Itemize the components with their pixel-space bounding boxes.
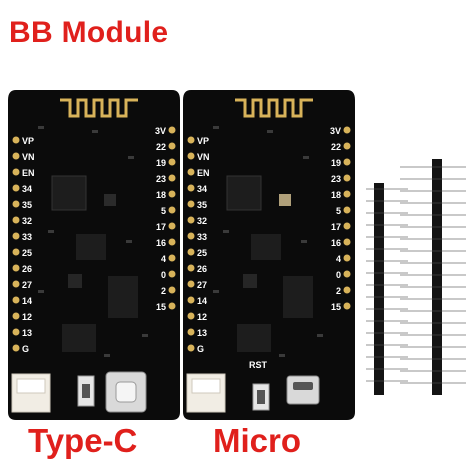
pin-label: 33	[22, 232, 33, 242]
pin-label: 0	[160, 270, 166, 280]
pin-label: 35	[22, 200, 33, 210]
pin-headers-graphic	[366, 159, 466, 395]
pin-label: G	[22, 344, 30, 354]
pin-label: 5	[160, 206, 166, 216]
pin-label: 27	[197, 280, 208, 290]
rst-label: RST	[249, 360, 267, 370]
pin-label: 22	[155, 142, 166, 152]
pin-label: VP	[197, 136, 210, 146]
pin-label: 5	[335, 206, 341, 216]
board-type-c-graphic	[8, 90, 180, 420]
left-pin-labels: VP VN EN 34 35 32 33 25 26 27 14 12 13 G	[22, 133, 52, 357]
pin-label: 4	[160, 254, 166, 264]
pin-label: G	[197, 344, 205, 354]
pin-label: 12	[197, 312, 208, 322]
pin-label: 25	[22, 248, 33, 258]
pin-label: VN	[22, 152, 35, 162]
pin-label: 34	[197, 184, 208, 194]
board-micro-graphic	[183, 90, 355, 420]
pin-label: VP	[22, 136, 35, 146]
caption-type-c: Type-C	[28, 422, 138, 459]
pin-label: 23	[330, 174, 341, 184]
pin-label: 22	[330, 142, 341, 152]
pin-label: 26	[197, 264, 208, 274]
pin-label: 33	[197, 232, 208, 242]
pin-label: 15	[330, 302, 341, 312]
pin-label: 18	[155, 190, 166, 200]
board-micro: VP VN EN 34 35 32 33 25 26 27 14 12 13 G…	[183, 90, 355, 420]
pin-label: VN	[197, 152, 210, 162]
pin-label: EN	[197, 168, 210, 178]
pin-label: 3V	[154, 126, 166, 136]
module-title: BB Module	[9, 16, 169, 49]
pin-label: 14	[22, 296, 33, 306]
pin-label: 32	[197, 216, 208, 226]
pin-label: 34	[22, 184, 33, 194]
pin-label: 32	[22, 216, 33, 226]
pin-label: 14	[197, 296, 208, 306]
pin-label: 16	[330, 238, 341, 248]
pin-label: 23	[155, 174, 166, 184]
pin-label: 15	[155, 302, 166, 312]
pin-label: 25	[197, 248, 208, 258]
pin-label: EN	[22, 168, 35, 178]
pin-label: 2	[335, 286, 341, 296]
pin-label: 26	[22, 264, 33, 274]
pin-label: 16	[155, 238, 166, 248]
left-pin-labels: VP VN EN 34 35 32 33 25 26 27 14 12 13 G	[197, 133, 227, 357]
pin-label: 19	[155, 158, 166, 168]
pin-label: 19	[330, 158, 341, 168]
pin-headers	[362, 155, 470, 408]
caption-micro: Micro	[213, 422, 302, 459]
right-pin-labels: 3V 22 19 23 18 5 17 16 4 0 2 15	[144, 123, 166, 315]
pin-label: 35	[197, 200, 208, 210]
board-type-c: VP VN EN 34 35 32 33 25 26 27 14 12 13 G…	[8, 90, 180, 420]
pin-label: 13	[22, 328, 33, 338]
pin-label: 17	[330, 222, 341, 232]
pin-label: 12	[22, 312, 33, 322]
pin-label: 17	[155, 222, 166, 232]
pin-label: 4	[335, 254, 341, 264]
pin-label: 3V	[329, 126, 341, 136]
pin-label: 0	[335, 270, 341, 280]
pin-label: 18	[330, 190, 341, 200]
right-pin-labels: 3V 22 19 23 18 5 17 16 4 0 2 15	[319, 123, 341, 315]
pin-label: 13	[197, 328, 208, 338]
pin-label: 27	[22, 280, 33, 290]
pin-label: 2	[160, 286, 166, 296]
